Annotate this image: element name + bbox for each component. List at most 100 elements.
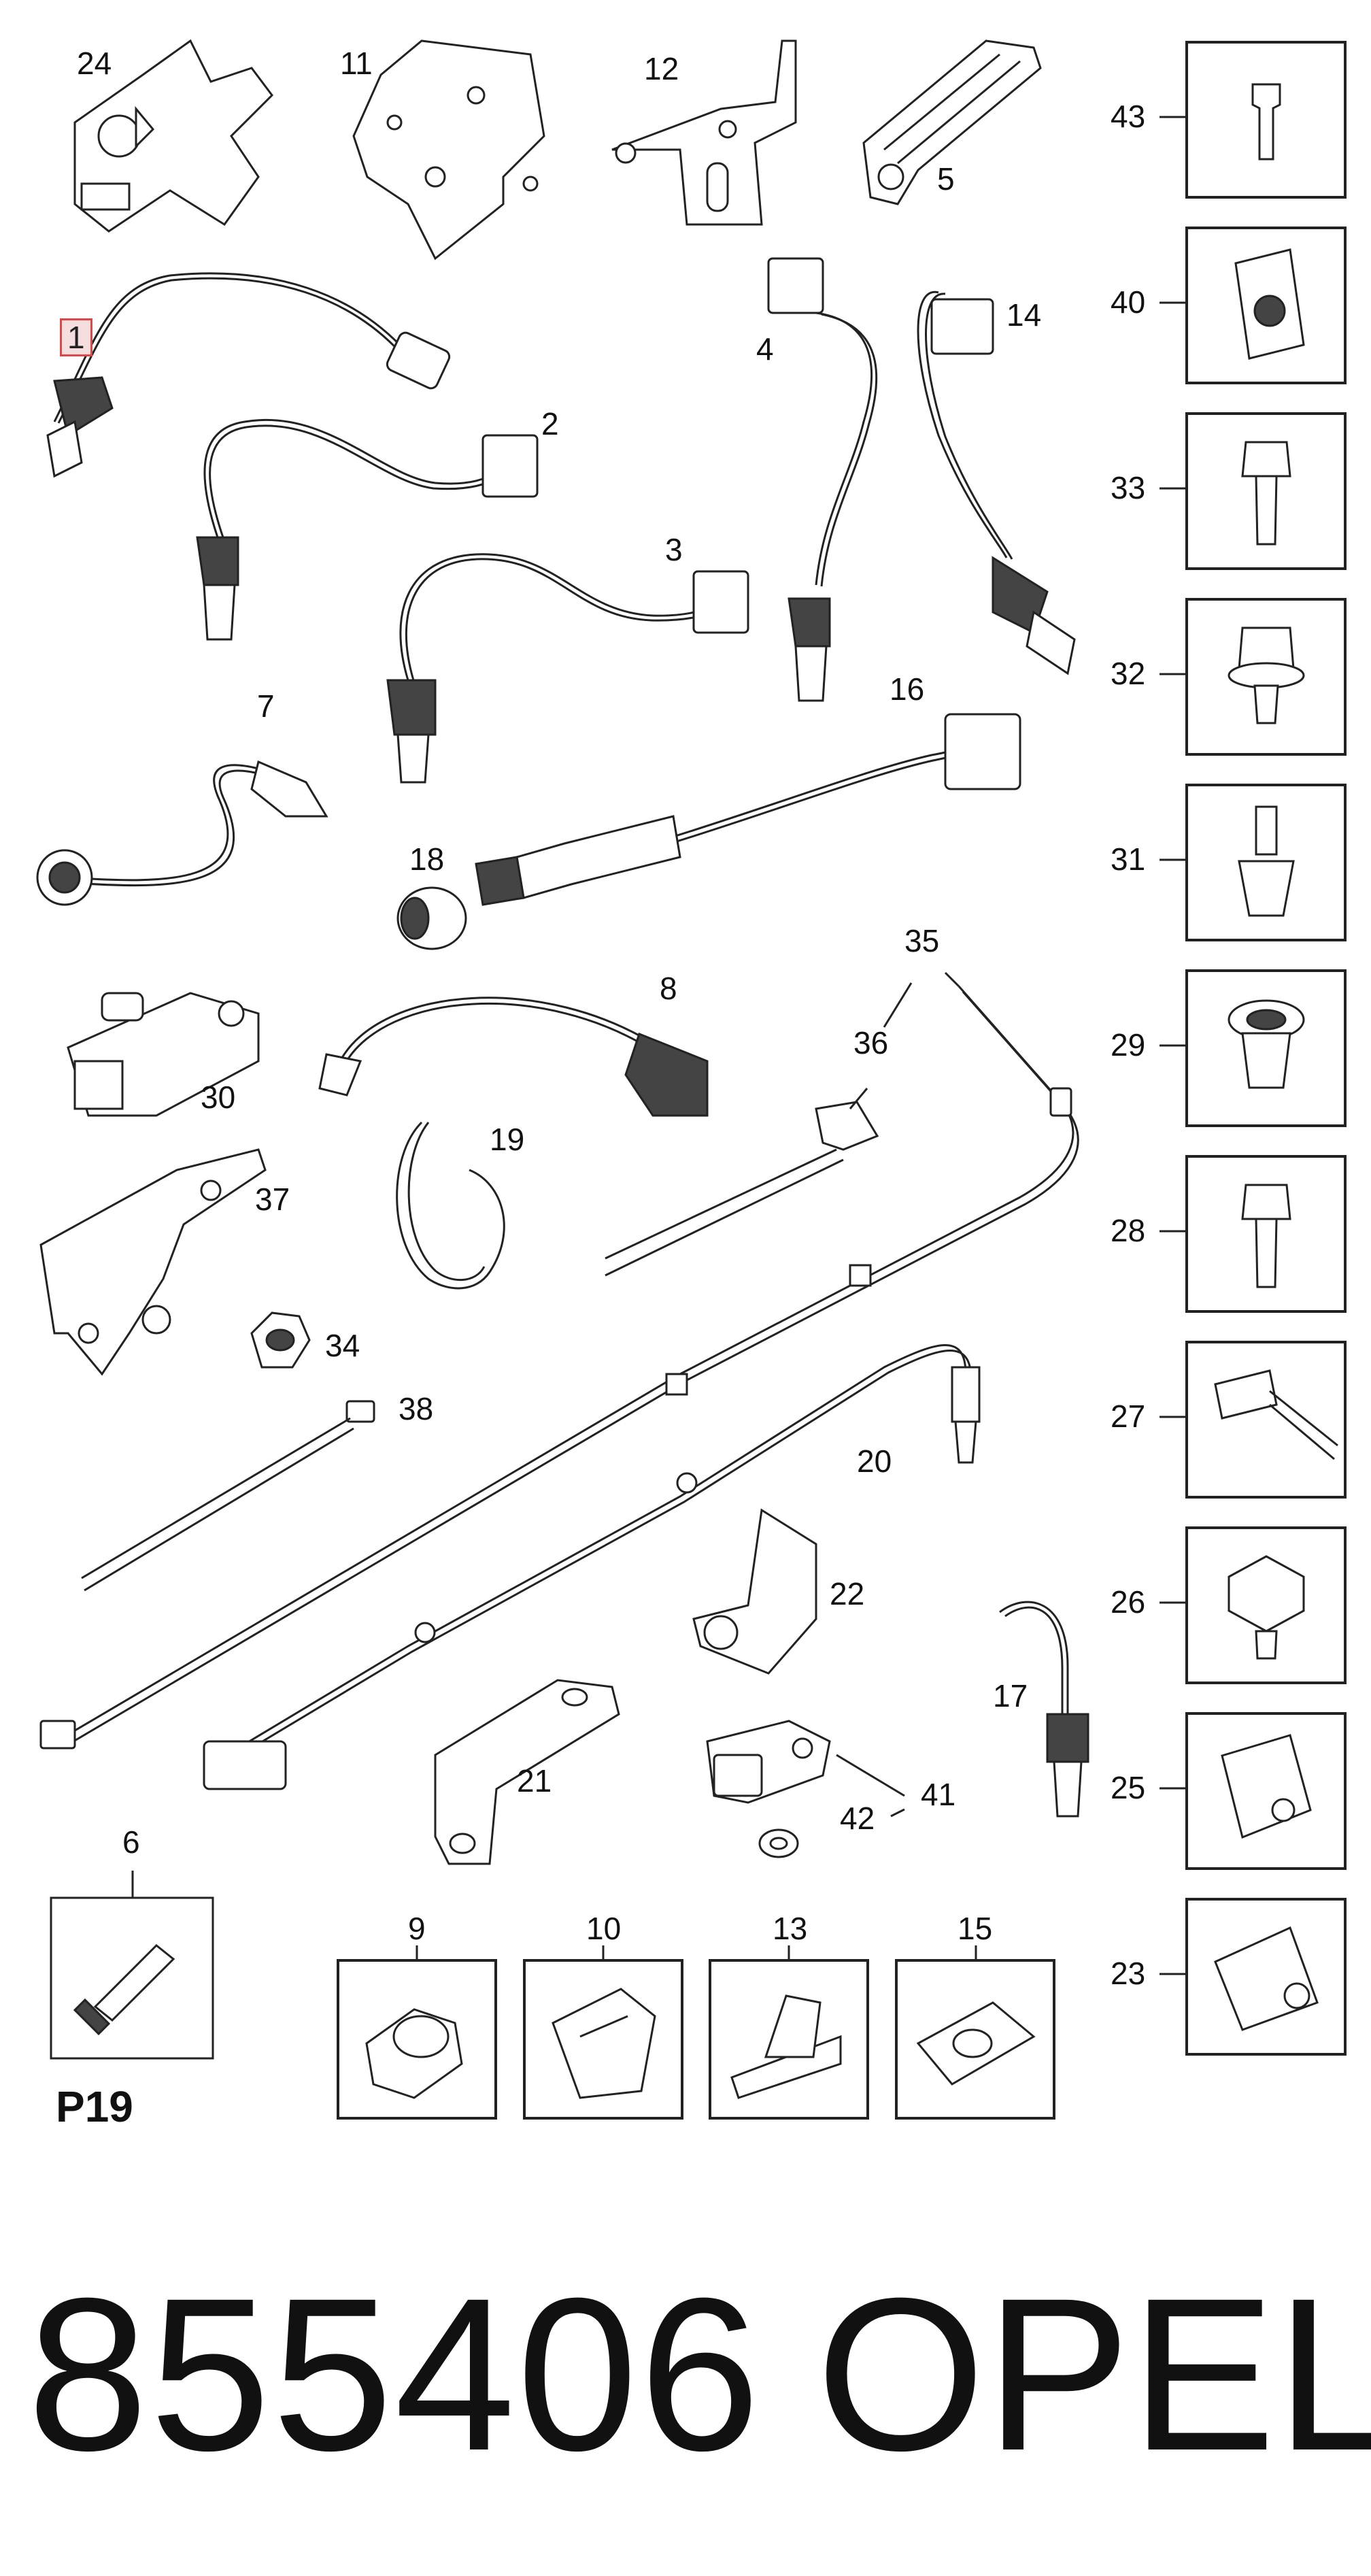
callout-16: 16 — [890, 671, 925, 707]
callout-6: 6 — [122, 1824, 140, 1860]
callout-7: 7 — [257, 688, 275, 724]
callout-9: 9 — [408, 1911, 426, 1946]
bolt-icon — [1188, 44, 1344, 196]
part-30-pressure-sensor — [68, 993, 258, 1116]
callout-5: 5 — [937, 161, 955, 197]
callout-42: 42 — [840, 1801, 875, 1836]
part-41-position-sensor — [707, 1721, 830, 1803]
callout-30: 30 — [201, 1080, 236, 1115]
bolt-icon — [1188, 415, 1344, 567]
callout-2: 2 — [541, 406, 559, 441]
callout-22: 22 — [830, 1576, 865, 1611]
bottom-box-15 — [895, 1959, 1055, 2120]
cable-clip-icon — [898, 1962, 1053, 2117]
part-34-nut — [252, 1313, 309, 1367]
hex-bolt-icon — [1188, 1529, 1344, 1682]
side-box-43 — [1185, 41, 1347, 199]
bolt-icon — [1188, 1158, 1344, 1310]
page-code: P19 — [56, 2082, 133, 2131]
callout-23: 23 — [1111, 1956, 1146, 1991]
callout-11: 11 — [340, 46, 373, 81]
callout-34: 34 — [325, 1328, 360, 1363]
callout-40: 40 — [1111, 284, 1146, 320]
part-7-temperature-sensor — [37, 762, 326, 905]
callout-41: 41 — [921, 1777, 956, 1812]
part-19-strap — [397, 1122, 505, 1288]
callout-17: 17 — [993, 1678, 1028, 1713]
side-box-29 — [1185, 969, 1347, 1127]
side-box-33 — [1185, 412, 1347, 570]
callout-38: 38 — [399, 1391, 434, 1426]
callout-15: 15 — [958, 1911, 993, 1946]
part-5-bracket — [864, 41, 1040, 204]
part-16-oxygen-sensor — [476, 714, 1020, 905]
callout-27: 27 — [1111, 1399, 1146, 1434]
part-2-oxygen-sensor — [197, 420, 537, 639]
side-box-32 — [1185, 598, 1347, 756]
side-box-23 — [1185, 1898, 1347, 2056]
cable-tie-icon — [1188, 1343, 1344, 1496]
callout-14: 14 — [1006, 297, 1042, 333]
part-36-cable-tie — [605, 1102, 877, 1275]
clip-icon — [1188, 1715, 1344, 1867]
bottom-box-9 — [337, 1959, 497, 2120]
part-6-box — [51, 1898, 213, 2058]
callout-36: 36 — [853, 1025, 889, 1060]
side-box-27 — [1185, 1341, 1347, 1499]
brand-name: OPEL — [816, 2252, 1371, 2496]
callout-3: 3 — [665, 532, 683, 567]
bottom-box-13 — [709, 1959, 869, 2120]
part-24-bracket — [75, 41, 272, 231]
mounting-clip-icon — [711, 1962, 866, 2117]
callout-33: 33 — [1111, 470, 1146, 505]
callout-20: 20 — [857, 1443, 892, 1479]
callout-18: 18 — [409, 841, 445, 877]
side-box-28 — [1185, 1155, 1347, 1313]
bottom-box-10 — [523, 1959, 683, 2120]
part-38-cable-tie — [82, 1401, 374, 1590]
side-box-26 — [1185, 1526, 1347, 1684]
callout-10: 10 — [586, 1911, 622, 1946]
callout-8: 8 — [660, 971, 677, 1006]
side-box-40 — [1185, 227, 1347, 384]
part-14-oxygen-sensor — [918, 292, 1074, 673]
part-4-oxygen-sensor — [768, 258, 877, 701]
callout-21: 21 — [517, 1763, 552, 1799]
callout-29: 29 — [1111, 1027, 1146, 1063]
grommet-icon — [1188, 972, 1344, 1124]
callout-19: 19 — [490, 1122, 525, 1157]
callout-1-highlighted: 1 — [60, 318, 92, 356]
flange-bolt-icon — [1188, 601, 1344, 753]
part-number: 855406 — [27, 2252, 762, 2496]
part-20-exhaust-temp-sensor — [204, 1345, 979, 1790]
part-1-oxygen-sensor — [48, 273, 452, 476]
callout-26: 26 — [1111, 1584, 1146, 1620]
callout-32: 32 — [1111, 656, 1146, 691]
callout-35: 35 — [904, 923, 940, 958]
side-box-25 — [1185, 1712, 1347, 1870]
hose-clamp-icon — [339, 1962, 494, 2117]
side-box-31 — [1185, 784, 1347, 941]
side-leader-ticks — [1160, 117, 1185, 1974]
callout-4: 4 — [756, 331, 774, 367]
callout-12: 12 — [644, 51, 679, 86]
part-35-harness — [41, 986, 1078, 1748]
part-8-temperature-sensor — [320, 998, 707, 1116]
part-12-bracket — [612, 41, 796, 224]
clip-nut-icon — [1188, 229, 1344, 382]
callout-25: 25 — [1111, 1770, 1146, 1805]
callout-43: 43 — [1111, 99, 1146, 134]
part-3-oxygen-sensor — [388, 554, 748, 782]
callout-28: 28 — [1111, 1213, 1146, 1248]
part-37-bracket — [41, 1150, 265, 1374]
part-21-bracket — [435, 1680, 619, 1864]
push-rivet-icon — [1188, 786, 1344, 939]
part-17-oxygen-sensor — [1000, 1602, 1088, 1816]
callout-13: 13 — [773, 1911, 808, 1946]
callout-31: 31 — [1111, 841, 1146, 877]
bracket-clip-icon — [1188, 1901, 1344, 2053]
callout-37: 37 — [255, 1182, 290, 1217]
part-11-bracket — [354, 41, 544, 258]
